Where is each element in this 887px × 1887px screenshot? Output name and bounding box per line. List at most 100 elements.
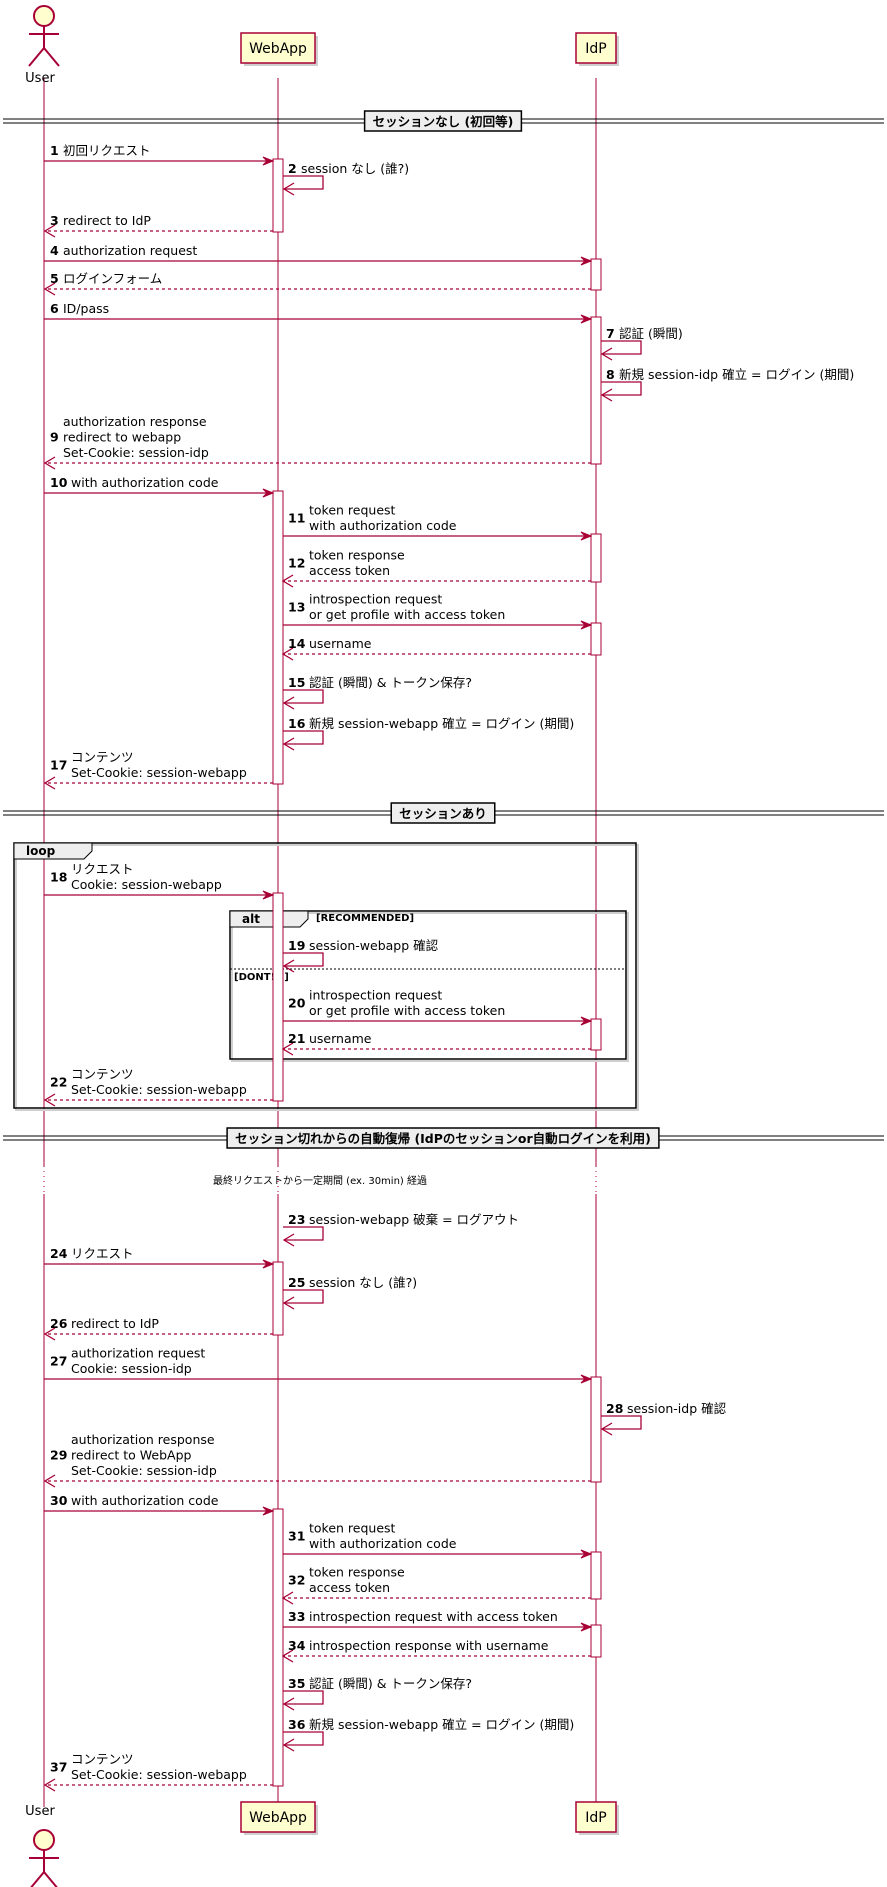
message-number: 19 [288,938,305,953]
frame-tab [229,910,309,928]
participant-label: IdP [585,41,606,57]
message-label: Cookie: session-webapp [71,877,222,892]
message-number: 8 [606,367,615,382]
message-label: コンテンツ [71,750,134,765]
arrow-head [580,1549,593,1559]
message-label: or get profile with access token [309,607,505,622]
message-label: introspection request with access token [309,1609,558,1624]
activation-bar-idp [590,316,602,465]
participant-box [575,32,617,64]
message-number: 17 [50,757,67,772]
actor-head-icon [33,5,55,27]
activation-bar-idp [590,1376,602,1483]
arrow-head [262,1259,275,1269]
activation-bar-idp [590,622,602,656]
message-number: 11 [288,510,305,525]
arrow-head [282,696,295,710]
message-number: 34 [288,1638,306,1653]
arrow-head [282,1233,295,1247]
message-label: username [309,1031,372,1046]
arrow-head [281,1591,294,1605]
message-arrow [283,730,324,745]
message-number: 22 [50,1074,67,1089]
frame-tab [13,842,93,860]
message-label: with authorization code [309,1536,457,1551]
activation-bar-webapp [272,1508,284,1787]
message-number: 1 [50,143,59,158]
participant-label: IdP [585,1810,606,1826]
message-label: session-idp 確認 [627,1401,727,1416]
message-number: 16 [288,716,306,731]
message-label: token response [309,1565,405,1580]
divider-label: セッション切れからの自動復帰 (IdPのセッションor自動ログインを利用) [235,1131,651,1146]
message-arrow [283,1731,324,1746]
participant-label: User [25,1804,55,1819]
message-19: 19 session-webapp 確認 [282,938,439,973]
actor-leg-left [30,1871,45,1887]
arrow-head [282,1697,295,1711]
message-number: 14 [288,636,306,651]
divider-label: セッションなし (初回等) [373,114,514,129]
message-number: 30 [50,1493,68,1508]
message-label: redirect to WebApp [71,1448,192,1463]
message-label: introspection response with username [309,1638,549,1653]
message-arrow [601,1415,642,1430]
divider-box [226,1127,660,1149]
message-label: 認証 (瞬間) & トークン保存? [309,675,472,690]
arrow-head [262,1506,275,1516]
frame-label: loop [26,844,56,858]
message-number: 21 [288,1031,305,1046]
message-number: 37 [50,1759,67,1774]
message-number: 24 [50,1246,68,1261]
arrow-head [580,531,593,541]
divider-label: セッションあり [399,806,487,821]
message-label: リクエスト [71,1246,134,1261]
arrow-head [580,620,593,630]
arrow-head [580,256,593,266]
participant-box [240,32,316,64]
message-number: 33 [288,1609,305,1624]
arrow-head [600,1422,613,1436]
arrow-head [281,1042,294,1056]
message-number: 2 [288,161,297,176]
message-label: authorization response [63,414,207,429]
message-number: 35 [288,1676,305,1691]
message-label: session なし (誰?) [301,161,409,176]
message-33: 33 introspection request with access toke… [283,1609,593,1632]
activation-bar-idp [590,1018,602,1051]
participant-box [575,1801,617,1833]
message-label: session-webapp 確認 [309,938,439,953]
section-divider: セッション切れからの自動復帰 (IdPのセッションor自動ログインを利用) [3,1127,884,1149]
actor-leg-right [43,47,60,67]
message-label: token request [309,503,396,518]
actor-head-icon [33,1829,55,1851]
actor-leg-left [28,47,45,67]
frame-border [13,842,637,1109]
message-15: 15 認証 (瞬間) & トークン保存? [282,675,472,710]
frame-loop: loop [13,842,639,1111]
activation-bar-webapp [272,892,284,1102]
message-number: 15 [288,675,305,690]
message-arrow [601,340,642,355]
message-number: 4 [50,243,59,258]
message-label: コンテンツ [71,1067,134,1082]
message-label: コンテンツ [71,1752,134,1767]
participant-webapp-foot: WebApp [240,1801,318,1835]
